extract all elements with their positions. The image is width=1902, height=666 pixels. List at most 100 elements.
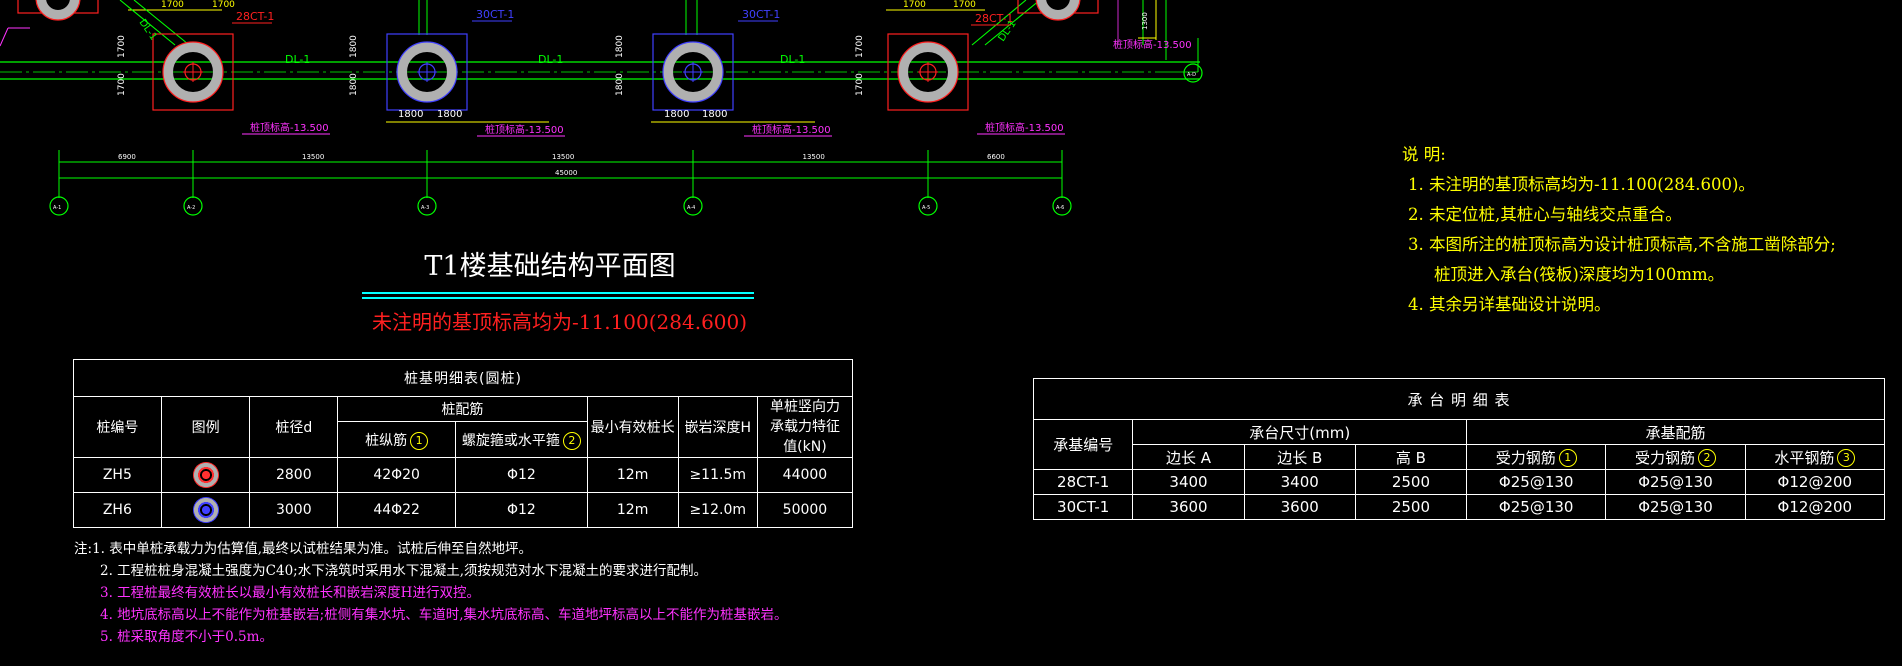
cap-header-r1-label: 受力钢筋 [1495,448,1556,467]
beam-label: DL-1 [285,53,310,66]
cap-a: 3600 [1132,494,1245,520]
top-dimension: 1700 [903,0,926,10]
pile-rock-depth: ≥11.5m [677,457,758,493]
pile-note-1: 注:1. 表中单桩承载力为估算值,最终以试桩结果为准。试桩后伸至自然地坪。 [74,538,788,560]
note-3-continued: 桩顶进入承台(筏板)深度均为100mm。 [1434,265,1725,284]
beam-label: DL-1 [780,53,805,66]
pile-ring [36,0,80,20]
cap-header-no: 承基编号 [1032,419,1134,470]
cap-header-r3-label: 水平钢筋 [1774,448,1835,467]
pile-top-elevation-label: 桩顶标高-13.500 [1113,38,1192,51]
cap-no: 30CT-1 [1032,494,1134,520]
pile-note-3: 3. 工程桩最终有效桩长以最小有效桩长和嵌岩深度H进行双控。 [100,585,480,601]
pile-top-elevation-label: 桩顶标高-13.500 [985,121,1064,134]
axis-bubble-right [1183,63,1203,83]
pile-min-length: 12m [586,492,679,528]
top-elevation-note: 未注明的基顶标高均为-11.100(284.600) [372,310,748,334]
pile-table-notes: 注:1. 表中单桩承载力为估算值,最终以试桩结果为准。试桩后伸至自然地坪。 2.… [74,538,788,648]
pile-schedule-table: 桩基明细表(圆桩) 桩编号 图例 桩径d 桩配筋 最小有效桩长 嵌岩深度H 单桩… [73,359,854,528]
span-dimension: 13500 [552,153,574,161]
cap-rebar-mark-1-icon: 1 [1558,449,1577,467]
cap-r1: Φ25@130 [1466,469,1607,495]
span-dimension: 13500 [803,153,825,161]
cap-dimension: 1800 [664,109,689,120]
pile-ring [1036,0,1080,20]
cap-table-title: 承 台 明 细 表 [1033,378,1885,420]
cap-dimension: 1800 [398,109,423,120]
pile-header-dia: 桩径d [249,396,339,458]
axis-bubble [417,196,437,216]
span-dimension: 13500 [302,153,324,161]
side-dimension: 1700 [117,73,127,96]
cap-h: 2500 [1354,469,1468,495]
pile-cap-outline [152,33,234,111]
top-dimension: 1700 [953,0,976,10]
pile-zh5-legend-icon [192,462,219,488]
table-row: 30CT-1 3600 3600 2500 Φ25@130 Φ25@130 Φ1… [1032,494,1886,520]
pile-figure [160,457,251,493]
pile-rock-depth: ≥12.0m [677,492,758,528]
span-dimension: 6600 [987,153,1005,161]
drawing-title: T1楼基础结构平面图 [424,251,676,282]
rebar-mark-1-icon: 1 [410,431,429,450]
pile-min-length: 12m [586,457,679,493]
pile-ring [898,42,958,102]
pile-long: 42Φ20 [337,457,457,493]
pile-header-rock-depth: 嵌岩深度H [677,396,758,458]
pile-outline [662,41,724,103]
cap-rebar-mark-2-icon: 2 [1698,449,1716,467]
axis-label: A-6 [1056,205,1064,211]
table-row: 28CT-1 3400 3400 2500 Φ25@130 Φ25@130 Φ1… [1032,469,1886,495]
pile-ring [163,42,223,102]
side-dimension: 1800 [349,73,359,96]
side-dimension: 1700 [855,73,865,96]
rebar-mark-2-icon: 2 [562,431,581,450]
cap-h: 2500 [1354,494,1468,520]
pile-header-figure: 图例 [160,396,251,458]
pile-note-prefix: 注: [74,541,93,557]
cap-label: 28CT-1 [236,10,274,23]
pile-cap-outline [652,33,734,111]
axis-label-right: A-D [1187,72,1196,78]
beam-label: DL-1 [538,53,563,66]
pile-no: ZH5 [73,457,162,493]
beam-label-diagonal: DL-1 [137,17,159,42]
right-dimension: 1300 [1141,12,1149,30]
pile-note-4: 4. 地坑底标高以上不能作为桩基嵌岩;桩侧有集水坑、车道时,集水坑底标高、车道地… [100,607,788,623]
general-notes: 说 明: 1. 未注明的基顶标高均为-11.100(284.600)。 2. 未… [1400,140,1836,320]
axis-label: A-4 [687,205,695,211]
axis-label: A-5 [922,205,930,211]
pile-capacity: 44000 [756,457,854,493]
pile-cap-outline [386,33,468,111]
pile-header-capacity-text: 单桩竖向力承载力特征值(kN) [769,399,840,455]
title-underline-2 [362,297,754,299]
notes-heading: 说 明: [1402,145,1446,164]
cap-dimension: 1800 [702,109,727,120]
span-dimension: 6900 [118,153,136,161]
cap-header-size: 承台尺寸(mm) [1132,419,1468,445]
title-underline-1 [362,292,754,294]
pile-cap-outline [887,33,969,111]
note-2: 2. 未定位桩,其桩心与轴线交点重合。 [1408,205,1682,224]
pile-top-elevation-label: 桩顶标高-13.500 [485,123,564,136]
pile-top-elevation-label: 桩顶标高-13.500 [250,121,329,134]
pile-header-long-label: 桩纵筋 [365,432,408,449]
cap-dimension: 1800 [437,109,462,120]
side-dimension: 1700 [117,35,127,58]
pile-outline [1035,0,1081,21]
cap-header-rebar: 承基配筋 [1466,419,1885,445]
pile-outline [396,41,458,103]
axis-bubble [49,196,69,216]
axis-bubble [183,196,203,216]
cap-header-h: 高 B [1354,444,1468,470]
cap-label: 30CT-1 [476,8,514,21]
cap-rebar-mark-3-icon: 3 [1837,449,1856,467]
top-dimension: 1700 [161,0,184,10]
pile-header-min-length: 最小有效桩长 [586,396,679,458]
pile-ring [397,42,457,102]
